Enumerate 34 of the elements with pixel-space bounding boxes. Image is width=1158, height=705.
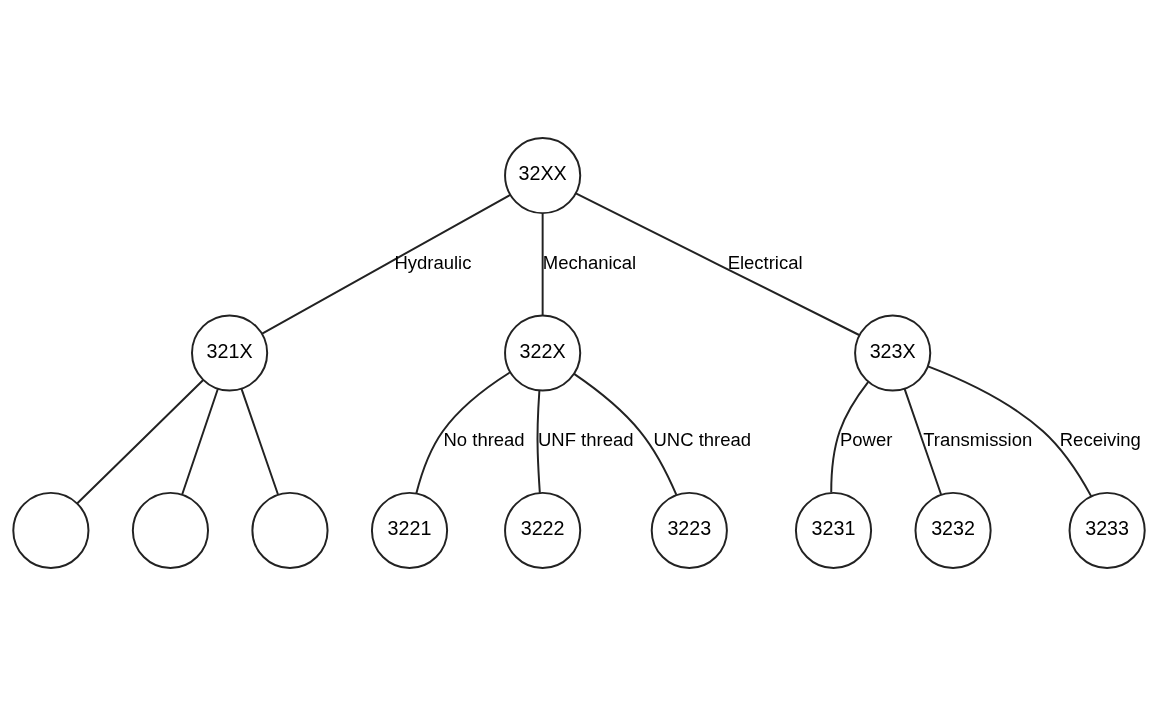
connector bbox=[574, 191, 861, 336]
node-circle: 323X bbox=[854, 313, 932, 392]
node-circle: 3223 bbox=[650, 491, 728, 569]
edge-label: Power bbox=[839, 428, 893, 450]
node-circle: 322X bbox=[504, 313, 582, 392]
edge-label: Receiving bbox=[1059, 428, 1141, 450]
edge-label: No thread bbox=[443, 428, 525, 450]
node-circle: 32XX bbox=[504, 136, 582, 214]
connector bbox=[541, 211, 544, 316]
node-circle bbox=[12, 491, 90, 569]
edge-label: UNF thread bbox=[538, 428, 634, 450]
node-circle bbox=[251, 491, 329, 569]
node-circle: 3222 bbox=[504, 491, 582, 569]
edge-label: Hydraulic bbox=[394, 251, 472, 273]
node-circle: 3233 bbox=[1068, 491, 1146, 569]
node-circle: 3221 bbox=[370, 491, 449, 569]
edge-label: Transmission bbox=[923, 428, 1033, 450]
edge-label: Mechanical bbox=[542, 251, 637, 273]
node-circle: 3231 bbox=[794, 491, 873, 569]
connector bbox=[830, 380, 870, 493]
connector bbox=[415, 370, 512, 494]
connector bbox=[261, 193, 512, 335]
connector bbox=[536, 389, 541, 494]
connector bbox=[76, 378, 205, 504]
edge-label: Electrical bbox=[727, 251, 803, 273]
connector bbox=[573, 372, 678, 496]
connector bbox=[240, 387, 280, 496]
node-circle: 321X bbox=[191, 313, 269, 392]
node-circle bbox=[131, 491, 209, 569]
connector bbox=[181, 387, 219, 496]
edge-label: UNC thread bbox=[653, 428, 752, 450]
connector bbox=[927, 364, 1093, 497]
node-circle: 3232 bbox=[914, 491, 992, 569]
connector bbox=[903, 387, 943, 496]
